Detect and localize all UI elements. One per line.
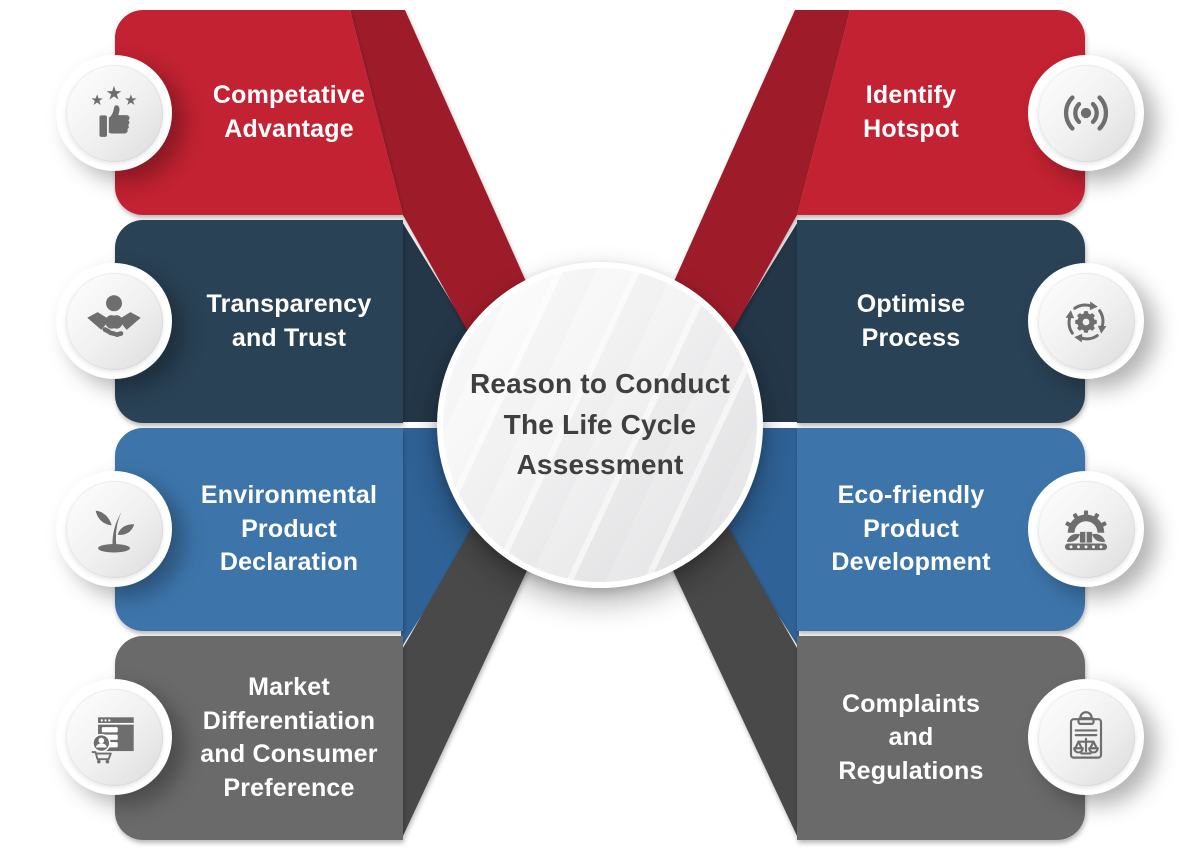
band-label-complaints-regulations: Complaints and Regulations <box>838 689 984 785</box>
icon-badge-complaints-regulations <box>1028 679 1144 795</box>
band-label-transparency-trust: Transparency and Trust <box>206 290 372 352</box>
band-shape-left-1 <box>115 10 403 215</box>
broadcast-signal-icon <box>1063 95 1109 131</box>
band-shape-right-2 <box>797 220 1085 423</box>
gear-cycle-icon <box>1064 301 1108 344</box>
thumbs-up-stars-icon <box>91 85 137 137</box>
band-shape-left-4 <box>115 636 403 840</box>
band-label-competative-advantage: Competative Advantage <box>212 81 366 143</box>
icon-badge-optimise-process <box>1028 263 1144 379</box>
band-label-optimise-process: Optimise Process <box>856 290 966 352</box>
icon-badge-transparency-trust <box>56 263 172 379</box>
icon-circle <box>65 64 163 162</box>
icon-badge-competative-advantage <box>56 55 172 171</box>
icon-circle <box>65 480 163 578</box>
plant-sprout-icon <box>95 510 135 553</box>
band-shape-left-3 <box>115 428 403 631</box>
center-circle: Reason to Conduct The Life Cycle Assessm… <box>437 262 763 588</box>
icon-badge-environmental-declaration <box>56 471 172 587</box>
band-shape-left-2 <box>115 220 403 423</box>
icon-circle <box>65 272 163 370</box>
band-label-environmental-product-declaration: Environmental Product Declaration <box>200 481 378 577</box>
icon-circle <box>1037 480 1135 578</box>
consumer-research-icon <box>91 717 134 764</box>
clipboard-scale-icon <box>1069 711 1103 759</box>
band-label-identify-hotspot: Identify Hotspot <box>863 81 959 143</box>
band-shape-right-4 <box>797 636 1085 840</box>
handshake-check-icon <box>87 295 141 337</box>
band-shape-right-1 <box>797 10 1085 215</box>
center-title: Reason to Conduct The Life Cycle Assessm… <box>469 368 731 481</box>
icon-badge-eco-product-development <box>1028 471 1144 587</box>
band-shape-right-3 <box>797 428 1085 631</box>
icon-badge-market-differentiation <box>56 679 172 795</box>
eco-manufacturing-icon <box>1064 510 1108 551</box>
icon-badge-identify-hotspot <box>1028 55 1144 171</box>
icon-circle <box>1037 64 1135 162</box>
band-label-eco-friendly-product: Eco-friendly Product Development <box>831 481 991 577</box>
icon-circle <box>1037 272 1135 370</box>
icon-circle <box>65 688 163 786</box>
band-label-market-differentiation: Market Differentiation and Consumer Pref… <box>200 673 378 802</box>
icon-circle <box>1037 688 1135 786</box>
